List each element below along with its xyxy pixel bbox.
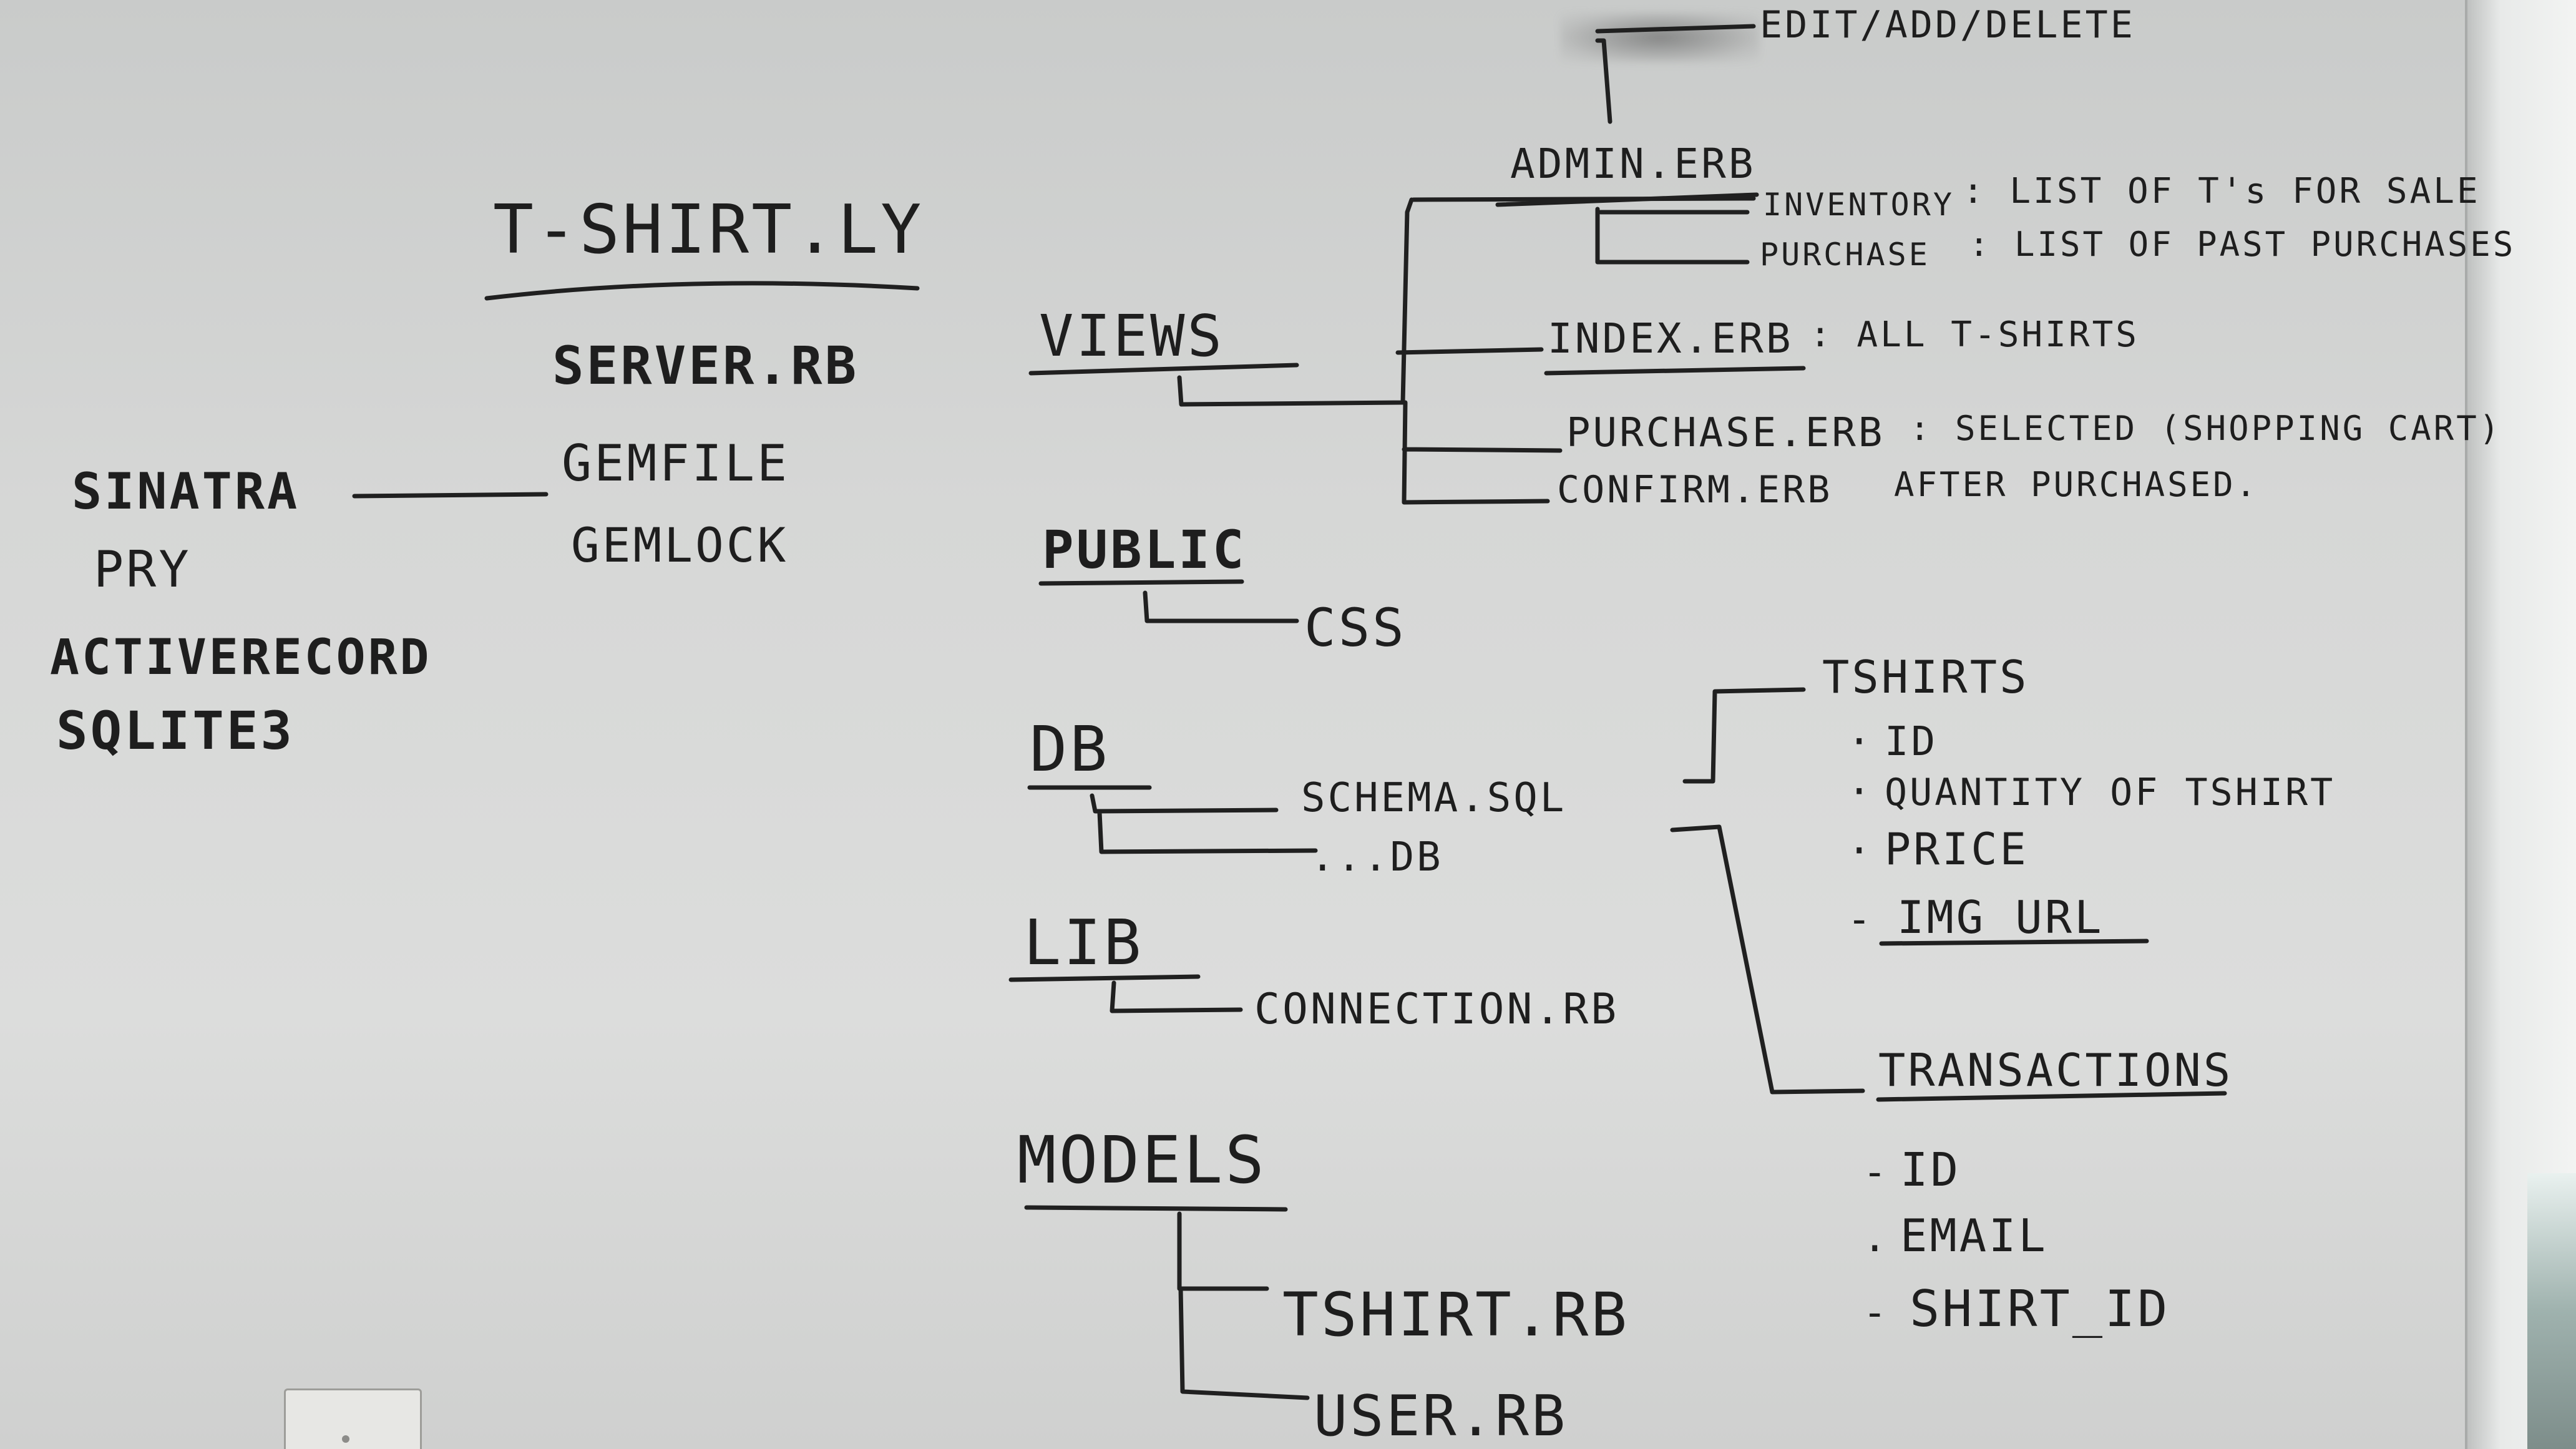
view-file-name: PURCHASE.ERB bbox=[1566, 410, 1885, 456]
views-trunk bbox=[1177, 196, 1756, 505]
gemfile: GEMFILE bbox=[562, 434, 789, 492]
connectors bbox=[352, 24, 2227, 1400]
table-name: TSHIRTS bbox=[1822, 651, 2029, 703]
transactions-underline bbox=[1876, 1091, 2227, 1102]
table-field: IMG URL bbox=[1897, 891, 2104, 944]
public-underline bbox=[1038, 579, 1244, 586]
db-child: ...DB bbox=[1310, 834, 1443, 881]
table-field-bullet: - bbox=[1863, 1149, 1890, 1196]
gem-item: ACTIVERECORD bbox=[50, 630, 432, 686]
admin-file: ADMIN.ERB bbox=[1510, 140, 1756, 188]
lib-label: LIB bbox=[1023, 906, 1144, 979]
view-file-name: CONFIRM.ERB bbox=[1557, 468, 1832, 512]
table-field: EMAIL bbox=[1900, 1209, 2048, 1262]
wall-outlet bbox=[284, 1388, 422, 1449]
lib-branch bbox=[1110, 980, 1243, 1013]
table-field-bullet: - bbox=[1847, 897, 1874, 943]
admin-child-desc: : LIST OF PAST PURCHASES bbox=[1969, 225, 2515, 264]
public-branch bbox=[1143, 590, 1299, 623]
table-field: ID bbox=[1885, 719, 1938, 765]
outlet-screw bbox=[342, 1435, 349, 1443]
public-label: PUBLIC bbox=[1042, 519, 1246, 580]
table-field-bullet: . bbox=[1863, 1215, 1890, 1261]
title-underline bbox=[484, 281, 920, 301]
gem-item: SQLITE3 bbox=[56, 700, 295, 761]
admin-up-link bbox=[1595, 24, 1756, 124]
table-field-bullet: · bbox=[1847, 828, 1874, 874]
public-child: CSS bbox=[1304, 597, 1407, 658]
admin-child-name: PURCHASE bbox=[1760, 237, 1930, 273]
views-underline bbox=[1028, 363, 1299, 376]
view-file-name: INDEX.ERB bbox=[1548, 315, 1793, 363]
table-field: · bbox=[1847, 719, 1874, 765]
lib-child: CONNECTION.RB bbox=[1254, 985, 1619, 1034]
admin-child-name: INVENTORY bbox=[1763, 187, 1954, 223]
gem-item: SINATRA bbox=[72, 462, 300, 520]
db-child: SCHEMA.SQL bbox=[1301, 775, 1566, 821]
admin-child-desc: : LIST OF T's FOR SALE bbox=[1963, 171, 2481, 212]
table-field: PRICE bbox=[1885, 824, 2029, 875]
table-field-bullet: · bbox=[1847, 769, 1874, 815]
models-underline bbox=[1024, 1205, 1288, 1212]
admin-underline bbox=[1495, 192, 1759, 207]
gemlock: GEMLOCK bbox=[571, 517, 788, 573]
window-glimpse bbox=[2527, 1173, 2576, 1449]
view-file-desc: : ALL T-SHIRTS bbox=[1810, 315, 2139, 355]
server-file: SERVER.RB bbox=[552, 335, 859, 396]
gems-connector bbox=[352, 492, 549, 499]
model-file: TSHIRT.RB bbox=[1282, 1280, 1629, 1350]
lib-underline bbox=[1008, 974, 1201, 982]
labels: T-SHIRT.LY SERVER.RB GEMFILE GEMLOCK SIN… bbox=[50, 3, 2515, 1449]
project-title: T-SHIRT.LY bbox=[493, 191, 924, 269]
gem-item: PRY bbox=[94, 540, 192, 598]
model-file: USER.RB bbox=[1314, 1383, 1568, 1449]
table-name: TRANSACTIONS bbox=[1878, 1044, 2233, 1096]
index-underline bbox=[1544, 366, 1806, 376]
table-field-bullet: - bbox=[1863, 1290, 1890, 1336]
schema-bracket bbox=[1670, 687, 1865, 1095]
img-url-underline bbox=[1879, 939, 2149, 946]
views-label: VIEWS bbox=[1039, 303, 1224, 369]
eraser-smudge bbox=[1560, 12, 1760, 62]
db-branches bbox=[1090, 793, 1318, 854]
view-file-desc: AFTER PURCHASED. bbox=[1894, 465, 2258, 504]
table-field: SHIRT_ID bbox=[1910, 1280, 2170, 1338]
table-field: QUANTITY OF TSHIRT bbox=[1885, 771, 2335, 814]
db-label: DB bbox=[1030, 713, 1110, 786]
models-label: MODELS bbox=[1017, 1122, 1267, 1198]
admin-branches bbox=[1595, 207, 1750, 265]
models-branches bbox=[1177, 1211, 1310, 1400]
admin-action: EDIT/ADD/DELETE bbox=[1760, 3, 2135, 47]
view-file-desc: : SELECTED (SHOPPING CART) bbox=[1910, 409, 2502, 448]
table-field: ID bbox=[1900, 1143, 1961, 1197]
